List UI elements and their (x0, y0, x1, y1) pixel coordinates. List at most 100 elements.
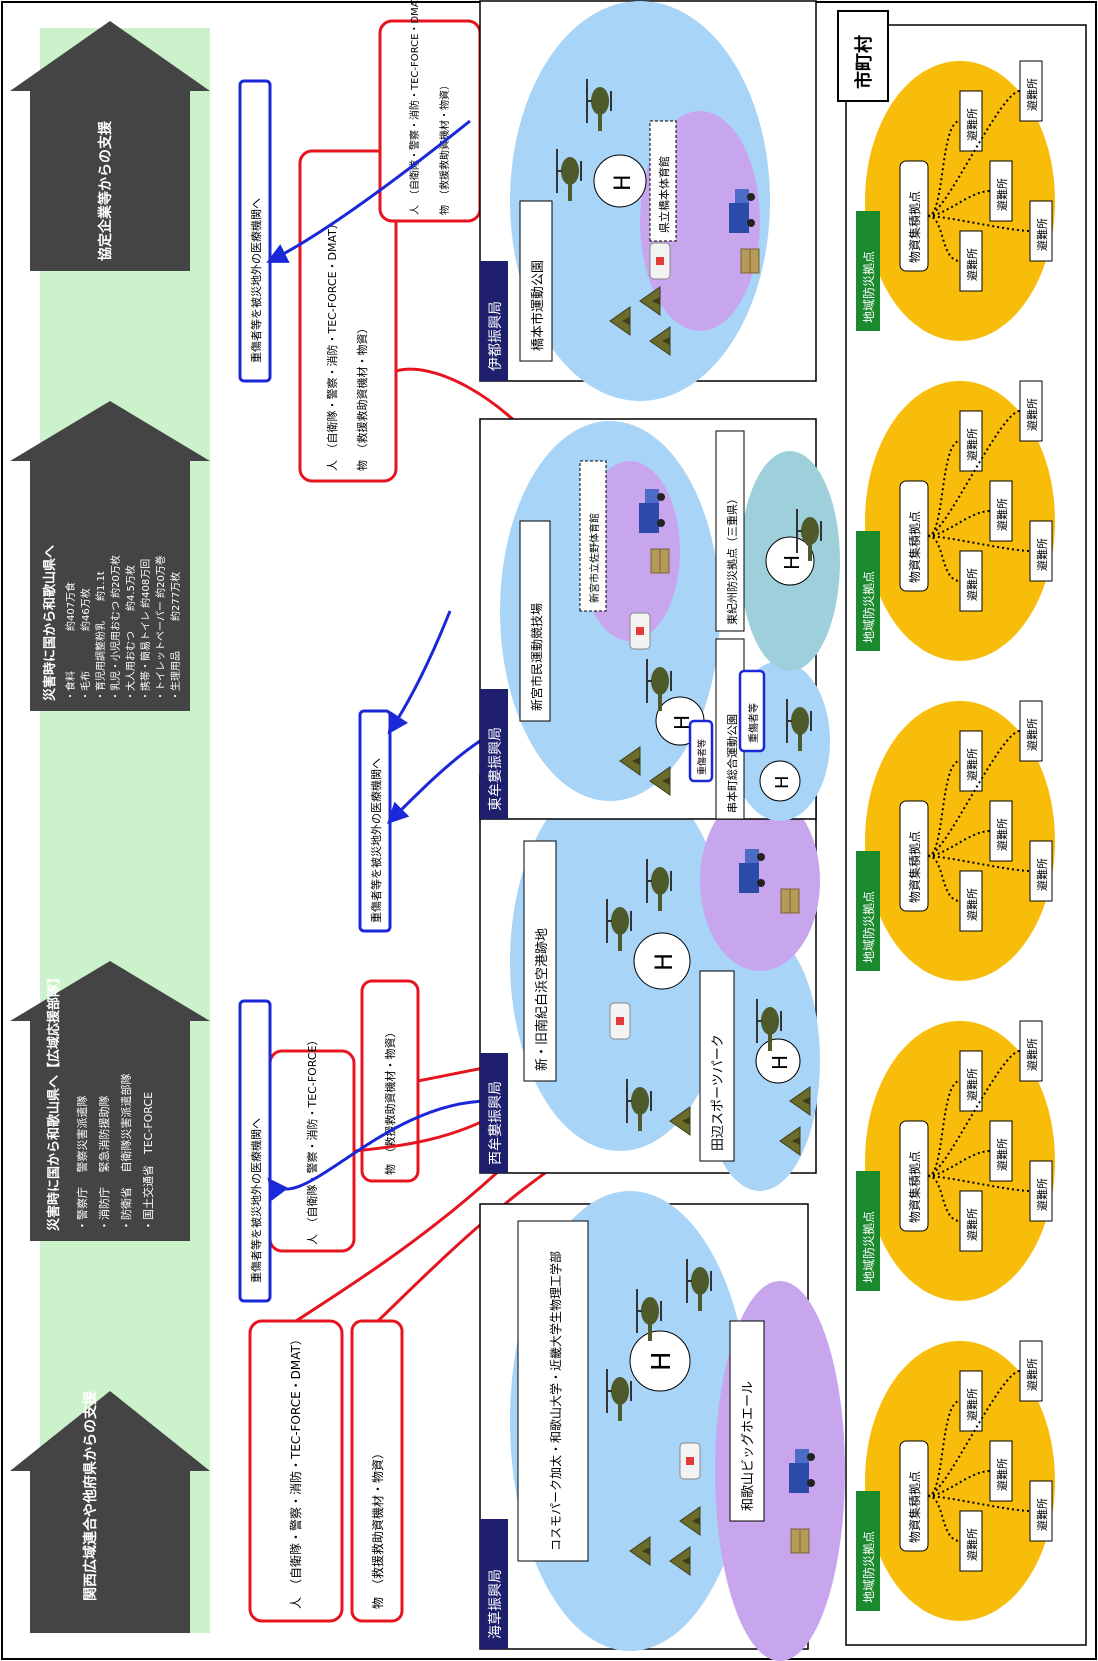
shelter-link (927, 510, 991, 537)
bureau-title-bar (480, 1053, 508, 1173)
regional-base-label: 地域防災拠点 (861, 891, 876, 963)
heliport-mark: H (650, 953, 678, 971)
shelter-label: 避難所 (965, 888, 979, 921)
shelter-box (1029, 1160, 1053, 1222)
shelter-link (927, 1495, 1031, 1512)
heliport-mark-2: H (768, 1055, 792, 1070)
site-area-blue (510, 771, 730, 1151)
regional-base-badge (856, 1491, 880, 1611)
shelter-box (1029, 520, 1053, 582)
injured-label: 重傷者等 (747, 703, 760, 743)
shelter-box (1019, 380, 1043, 442)
ambulance-icon (629, 612, 651, 650)
shelter-link (927, 190, 991, 217)
site-label-box-2 (699, 970, 735, 1162)
bureau-higashimuro: 東牟婁振興局 新宮市民運動競技場 新宮市立佐野体育館 串本町総合運動公園 東紀州… (479, 418, 840, 821)
resource-group-1: 人 （自衛隊・警察・消防・TEC-FORCE・DMAT） 物 （救援救助資機材・… (248, 1319, 404, 1623)
site-label: コスモパーク加太・和歌山大学・近畿大学生物理工学部 (548, 1251, 563, 1551)
ambulance-icon (649, 242, 671, 280)
bureau-nishimuro: 西牟婁振興局 新・旧南紀白浜空港跡地 田辺スポーツパーク H H (479, 771, 820, 1191)
support-line-3-4: ・大人用おむつ 約4.5万枚 (124, 565, 137, 701)
regional-base-badge (856, 1171, 880, 1291)
support-arrow-1: 関西広域連合や他府県からの支援 (10, 1390, 210, 1633)
heliport (629, 1330, 691, 1392)
medical-box-3: 重傷者等を被災地外の医療機関へ (238, 79, 272, 383)
shelter-label: 避難所 (1025, 398, 1039, 431)
shelter-label: 避難所 (965, 108, 979, 141)
bureau-kaiso: 海草振興局 コスモパーク加太・和歌山大学・近畿大学生物理工学部 和歌山ビッグホエ… (479, 1191, 845, 1661)
site-label-box-2 (649, 120, 677, 242)
goods-label-2: 物 （救援救助資機材・物資） (383, 1027, 397, 1176)
site-label-box (517, 1220, 589, 1562)
support-line-3-0: ・食料 約407万食 (64, 582, 77, 701)
bureau-name: 海草振興局 (488, 1569, 504, 1639)
supply-box-icon (780, 888, 800, 914)
shelter-box (959, 410, 983, 472)
shelter-label: 避難所 (965, 748, 979, 781)
blue-arrow-4 (266, 119, 471, 263)
shelter-box (1019, 60, 1043, 122)
medical-box-1: 重傷者等を被災地外の医療機関へ (238, 999, 272, 1303)
medical-label-1: 重傷者等を被災地外の医療機関へ (249, 1118, 263, 1283)
bureau-ito: 伊都振興局 橋本市運動公園 県立橋本体育館 H (479, 0, 817, 401)
shelter-box (989, 160, 1013, 222)
municipality-groups: 地域防災拠点物資集積拠点避難所避難所避難所避難所避難所地域防災拠点物資集積拠点避… (856, 60, 1055, 1621)
shelter-label: 避難所 (1025, 718, 1039, 751)
person-box-3 (298, 149, 398, 483)
site-label-box-2 (729, 1320, 765, 1522)
injured-label-2: 重傷者等 (696, 739, 708, 775)
shelter-box (989, 1120, 1013, 1182)
shelter-link (927, 1470, 991, 1497)
heliport-mark: H (647, 1351, 677, 1371)
bureau-name: 東牟婁振興局 (488, 727, 504, 811)
heliport (633, 932, 691, 990)
site-label-2: 田辺スポーツパーク (711, 1034, 726, 1151)
supply-hub-label: 物資集積拠点 (907, 191, 922, 263)
bureau-name: 西牟婁振興局 (488, 1081, 504, 1165)
site-label-box-2 (579, 460, 607, 612)
support-title-2: 災害時に国から和歌山県へ【広域応援部隊】 (46, 971, 62, 1231)
shelter-label: 避難所 (1035, 218, 1049, 251)
support-line-3-7: ・生理用品 約277万枚 (169, 572, 182, 701)
heliport-mark: H (611, 174, 636, 191)
person-box-4 (378, 19, 482, 223)
ambulance-icon (679, 1442, 701, 1480)
resource-group-4: 人 （自衛隊・警察・消防・TEC-FORCE・DMAT） 物 （救援救助資機材・… (378, 0, 482, 223)
site-label-2: 新宮市立佐野体育館 (588, 513, 601, 603)
support-line-3-2: ・育児用調整粉乳 約1.1t (94, 571, 107, 701)
site-label: 橋本市運動公園 (530, 260, 546, 351)
injured-box (738, 669, 766, 753)
shelter-label: 避難所 (1035, 1498, 1049, 1531)
heliport (593, 154, 647, 208)
supply-box-icon (790, 1528, 810, 1554)
municipality-title: 市町村 (853, 35, 875, 89)
goods-box-1 (350, 1319, 404, 1623)
injured-box-2 (688, 719, 714, 783)
shelter-box (959, 1370, 983, 1432)
support-line-2-2: ・防衛省 自衛隊災害派遣部隊 (119, 1074, 133, 1232)
regional-base-badge (856, 851, 880, 971)
support-line-3-3: ・乳児・小児用おむつ 約20万枚 (109, 555, 122, 701)
site-label-4: 東紀州防災拠点（三重県） (725, 493, 739, 625)
shelter-label: 避難所 (995, 498, 1009, 531)
shelter-box (1029, 840, 1053, 902)
shelter-box (989, 480, 1013, 542)
heliport-2 (755, 1038, 801, 1084)
support-line-3-6: ・トイレットペーパー 約20万巻 (154, 555, 167, 701)
site-label-box (519, 200, 553, 362)
shelter-box (1019, 1020, 1043, 1082)
regional-base-badge (856, 211, 880, 331)
person-label-4: 人 （自衛隊・警察・消防・TEC-FORCE・DMAT） (408, 0, 421, 215)
supply-hub-label: 物資集積拠点 (907, 831, 922, 903)
regional-base-label: 地域防災拠点 (861, 571, 876, 643)
site-label: 新宮市民運動競技場 (529, 603, 544, 711)
regional-base-label: 地域防災拠点 (861, 1531, 876, 1603)
heliport-3 (765, 536, 815, 586)
bureau-name: 伊都振興局 (488, 301, 504, 371)
shelter-label: 避難所 (965, 1208, 979, 1241)
medical-label-3: 重傷者等を被災地外の医療機関へ (249, 198, 263, 363)
